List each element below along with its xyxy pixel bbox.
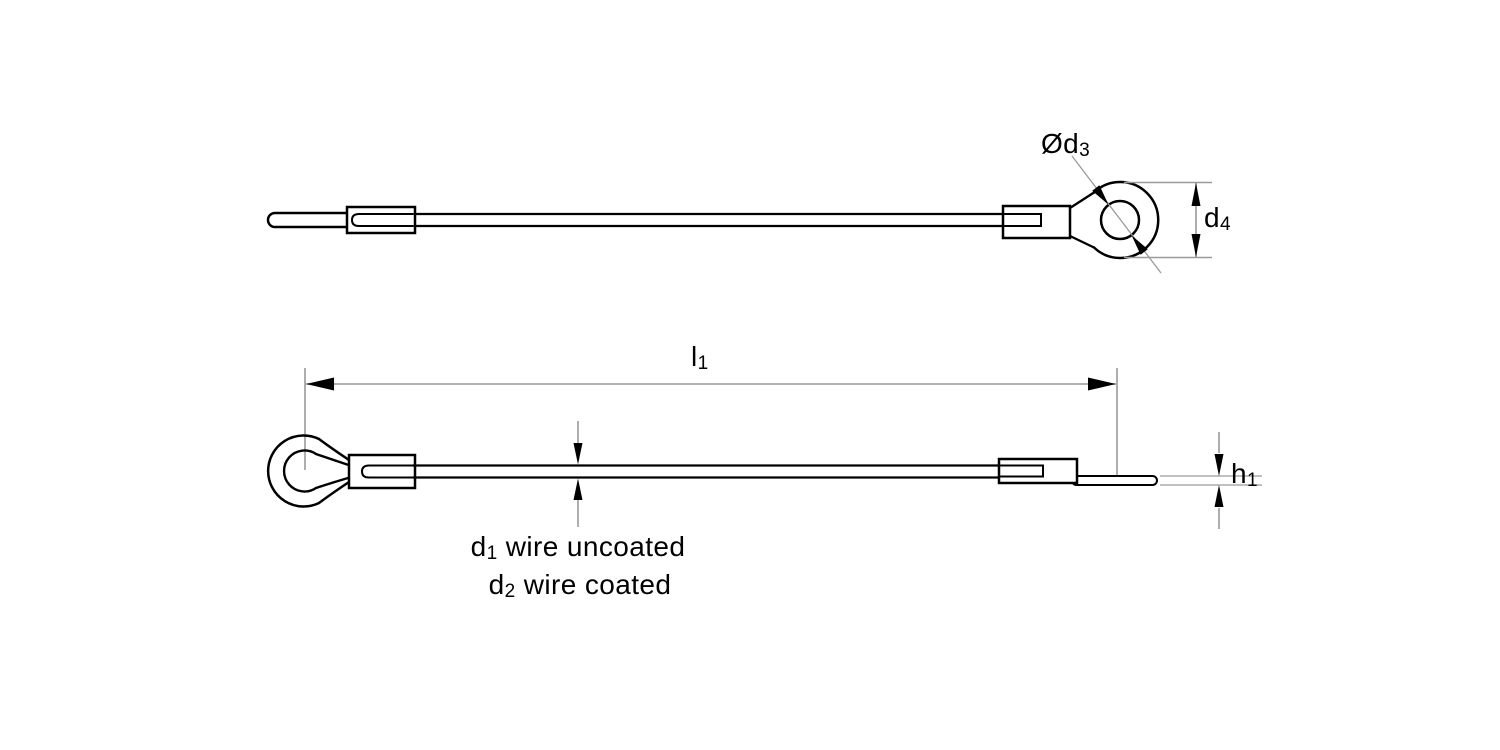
d1-label-sub: 1: [486, 543, 498, 565]
h1-label-base: h: [1231, 458, 1247, 489]
d3-arrow-upper: [1092, 185, 1109, 205]
l1-label-base: l: [691, 341, 698, 372]
wire-side-view: [411, 464, 1004, 479]
dim-d4: [1124, 181, 1212, 259]
dimensions: [306, 155, 1262, 529]
d1d2-arrow-bottom: [573, 478, 583, 500]
l1-arrow-left: [306, 377, 334, 391]
d3-arrow-lower: [1131, 235, 1148, 255]
d2-label-rest: wire coated: [515, 569, 672, 600]
ferrule-inner-wire: [350, 213, 414, 227]
ring-neck-taper: [1068, 191, 1096, 249]
h1-extension-lines: [1160, 475, 1262, 486]
d4-label-base: d: [1204, 202, 1220, 233]
ring-outer: [1092, 180, 1160, 260]
top-view: [266, 180, 1160, 260]
d1-label-base: d: [470, 531, 487, 562]
d2-label-sub: 2: [504, 581, 516, 603]
d1-label-rest: wire uncoated: [497, 531, 686, 562]
dim-label-h1: h1: [1231, 458, 1258, 490]
d4-extension-lines: [1124, 181, 1212, 259]
label-d1-wire-uncoated: d1 wire uncoated: [471, 531, 686, 563]
d1d2-arrow-top: [573, 443, 583, 465]
terminal-tab-edge-on: [1071, 475, 1158, 486]
wire-top-view: [351, 212, 1006, 228]
dim-d3: [1071, 155, 1162, 274]
h1-label-sub: 1: [1246, 470, 1258, 492]
d3-label-sub: 3: [1079, 140, 1091, 162]
d4-arrow-top: [1191, 183, 1201, 206]
extension-lines: [304, 368, 1118, 475]
side-view: [266, 434, 1158, 508]
crimp-top-view: [1001, 204, 1072, 240]
h1-arrow-top: [1214, 454, 1224, 476]
dim-label-d4: d4: [1204, 202, 1231, 234]
l1-arrow-right: [1088, 377, 1116, 391]
d4-label-sub: 4: [1219, 214, 1231, 236]
ferrule-inner-wire-end: [360, 464, 414, 479]
dim-d1-d2: [573, 421, 583, 527]
d4-arrow-bottom: [1191, 234, 1201, 257]
label-d2-wire-coated: d2 wire coated: [489, 569, 672, 601]
ferrule-side-view: [347, 453, 417, 490]
crimp-inner-wire-end: [1003, 213, 1042, 227]
d3-label-base: Ød: [1041, 128, 1080, 159]
dim-label-d3: Ød3: [1041, 128, 1090, 160]
l1-label-sub: 1: [697, 353, 709, 375]
dim-h1: [1160, 432, 1262, 529]
crimp-side-view: [997, 457, 1079, 485]
eye-loop-inner: [282, 449, 355, 493]
dim-l1: [306, 377, 1116, 391]
d2-label-base: d: [488, 569, 505, 600]
dim-label-l1: l1: [691, 341, 709, 373]
ferrule-top-view: [345, 205, 417, 235]
h1-arrow-bottom: [1214, 485, 1224, 507]
eye-loop-outer: [266, 434, 354, 508]
eye-end-edge-on: [266, 211, 355, 229]
d3-leader-line: [1071, 155, 1162, 274]
crimp-inner-wire-end-side: [999, 464, 1044, 478]
